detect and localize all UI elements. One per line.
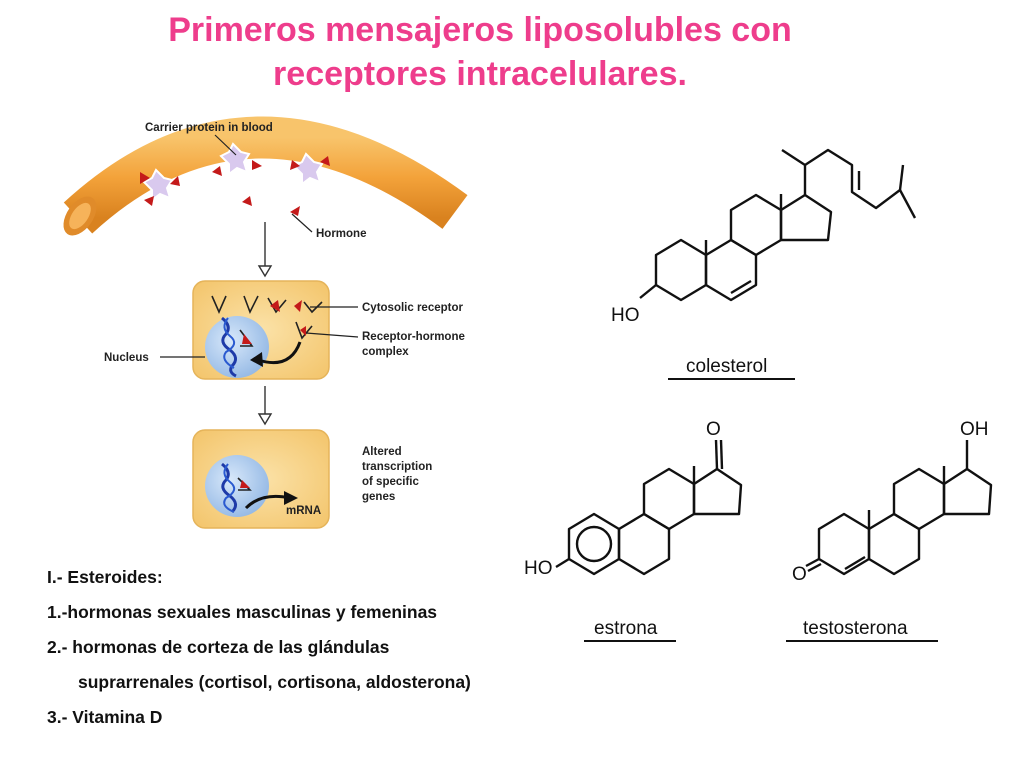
list-item: suprarrenales (cortisol, cortisona, aldo… <box>78 672 471 692</box>
carrier-protein-label: Carrier protein in blood <box>145 122 273 134</box>
cell-1 <box>192 280 330 380</box>
testosterone-o: O <box>792 564 807 585</box>
blood-vessel <box>63 116 468 236</box>
nucleus-2 <box>205 455 269 517</box>
title-line-1: Primeros mensajeros liposolubles con <box>168 11 792 49</box>
carrier-protein-1 <box>142 168 174 202</box>
page-title: Primeros mensajeros liposolubles con rec… <box>40 8 920 96</box>
list-item: 2.- hormonas de corteza de las glándulas <box>47 637 390 657</box>
cytosolic-receptor-label: Cytosolic receptor <box>362 302 463 314</box>
list-item: I.- Esteroides: <box>47 567 163 587</box>
cell-2: mRNA <box>192 429 330 529</box>
steroid-list: I.- Esteroides: 1.-hormonas sexuales mas… <box>47 560 471 735</box>
carrier-protein-3 <box>292 152 324 186</box>
nucleus-1 <box>205 316 269 378</box>
complex-label-2: complex <box>362 346 409 358</box>
altered-label-2: transcription <box>362 461 432 473</box>
mrna-label: mRNA <box>286 505 321 517</box>
testosterone-structure: OH O testosterona <box>786 419 993 642</box>
complex-label-1: Receptor-hormone <box>362 331 465 343</box>
list-item: 1.-hormonas sexuales masculinas y femeni… <box>47 602 438 622</box>
altered-label-3: of specific <box>362 476 419 488</box>
list-item: 3.- Vitamina D <box>47 707 163 727</box>
title-line-2: receptores intracelulares. <box>273 55 687 93</box>
hormone-molecules <box>140 156 330 216</box>
cholesterol-structure: HO colesterol <box>611 148 917 380</box>
estrone-ho: HO <box>524 558 553 579</box>
estrone-structure: O HO estrona <box>524 419 743 642</box>
testosterone-oh: OH <box>960 419 989 440</box>
estrone-name: estrona <box>594 618 658 639</box>
arrow-down-1 <box>257 222 273 278</box>
carrier-protein-2 <box>219 142 251 176</box>
altered-label-1: Altered <box>362 446 402 458</box>
nucleus-label: Nucleus <box>104 352 149 364</box>
arrow-down-2 <box>257 386 273 426</box>
hormone-label: Hormone <box>316 228 366 240</box>
dna-strand-2 <box>221 462 237 514</box>
testosterone-name: testosterona <box>803 618 908 639</box>
cholesterol-name: colesterol <box>686 356 767 377</box>
altered-label-4: genes <box>362 491 395 503</box>
cholesterol-ho: HO <box>611 305 640 326</box>
cytosolic-receptors <box>211 295 323 314</box>
estrone-o: O <box>706 419 721 440</box>
carrier-pointer <box>214 134 237 156</box>
hormone-pointer <box>291 213 313 233</box>
